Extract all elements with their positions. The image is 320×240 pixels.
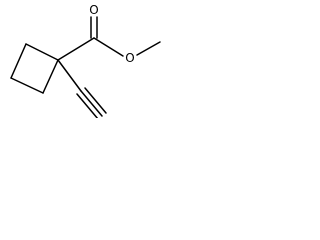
ring-bond-left	[10, 43, 27, 79]
carbonyl-oxygen-label: O	[89, 3, 98, 17]
chemical-structure: O O	[0, 0, 168, 118]
ring-bond-top	[25, 43, 59, 61]
ethynyl-group	[57, 59, 107, 118]
triple-bond-side-1	[76, 93, 99, 118]
carbonyl-double-bond	[90, 16, 98, 39]
ring-bond-bottom	[10, 77, 44, 94]
triple-bond-center	[80, 90, 103, 117]
bond-carbonyl-to-ester-oxygen	[93, 37, 124, 57]
bond-ring-to-carbonyl	[57, 37, 95, 61]
ring-bond-right	[42, 59, 59, 94]
triple-bond-side-2	[84, 87, 107, 114]
bond-ester-oxygen-to-methyl	[136, 41, 161, 56]
background	[0, 0, 168, 118]
bond-to-alkyne	[57, 59, 82, 92]
ester-oxygen-label: O	[125, 51, 134, 65]
cyclobutane-ring	[10, 43, 59, 94]
